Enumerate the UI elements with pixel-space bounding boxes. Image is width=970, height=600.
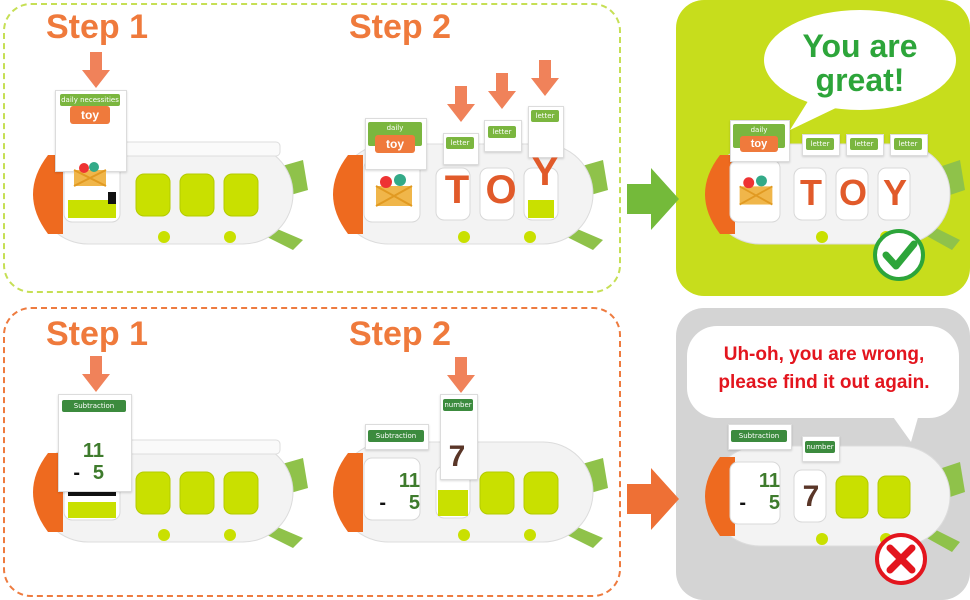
next-arrow-icon bbox=[627, 168, 679, 230]
letter-tab: letter bbox=[850, 138, 878, 150]
bottom-number: 5 bbox=[92, 462, 104, 484]
next-arrow-icon bbox=[627, 468, 679, 530]
learning-toy bbox=[333, 441, 608, 548]
bottom-instructions-panel bbox=[3, 307, 621, 597]
down-arrow-icon bbox=[447, 86, 475, 122]
number-tab: number bbox=[805, 441, 835, 453]
letter-y: Y bbox=[882, 172, 907, 213]
down-arrow-icon bbox=[82, 52, 110, 88]
letter-tab: letter bbox=[446, 137, 474, 149]
down-arrow-icon bbox=[82, 356, 110, 392]
speech-bubble bbox=[687, 326, 959, 442]
letter-t: T bbox=[444, 168, 470, 212]
down-arrow-icon bbox=[447, 357, 475, 393]
card-category-tab: daily necessities bbox=[60, 94, 120, 106]
top-instructions-panel bbox=[3, 3, 621, 293]
error-text-line1: Uh-oh, you are wrong, bbox=[723, 344, 925, 365]
down-arrow-icon bbox=[488, 73, 516, 109]
letter-tab: letter bbox=[806, 138, 834, 150]
top-step2-label: Step 2 bbox=[349, 8, 452, 46]
card-category-tab: Subtraction bbox=[731, 430, 787, 442]
word-chip: toy bbox=[740, 136, 778, 152]
error-text-line2: please find it out again. bbox=[718, 372, 930, 393]
answer-number: 7 bbox=[448, 440, 466, 473]
word-chip: toy bbox=[70, 106, 110, 124]
card-category-tab: Subtraction bbox=[368, 430, 424, 442]
bottom-step2-label: Step 2 bbox=[349, 315, 452, 353]
minus-sign: - bbox=[739, 492, 746, 514]
top-number: 11 bbox=[758, 470, 780, 492]
praise-text-line1: You are bbox=[802, 28, 918, 64]
number-tab: number bbox=[443, 399, 473, 411]
bottom-number: 5 bbox=[408, 492, 420, 514]
card-category-tab: Subtraction bbox=[62, 400, 126, 412]
minus-sign: - bbox=[379, 492, 386, 514]
letter-tab: letter bbox=[531, 110, 559, 122]
minus-sign: - bbox=[73, 462, 80, 484]
letter-tab: letter bbox=[894, 138, 922, 150]
bottom-step1-label: Step 1 bbox=[46, 315, 149, 353]
letter-t: T bbox=[800, 172, 822, 213]
top-number: 11 bbox=[398, 470, 420, 492]
answer-number: 7 bbox=[802, 480, 820, 513]
letter-o: O bbox=[485, 168, 517, 212]
letter-y: Y bbox=[531, 150, 559, 194]
top-number: 11 bbox=[82, 440, 104, 462]
praise-text-line2: great! bbox=[815, 62, 905, 98]
top-step1-label: Step 1 bbox=[46, 8, 149, 46]
speech-bubble bbox=[764, 10, 956, 130]
learning-toy bbox=[705, 143, 965, 250]
word-chip: toy bbox=[375, 135, 415, 153]
correct-check-icon bbox=[873, 229, 925, 281]
wrong-cross-icon bbox=[875, 533, 927, 585]
bottom-number: 5 bbox=[768, 492, 780, 514]
letter-tab: letter bbox=[488, 126, 516, 138]
basket-icon bbox=[375, 174, 413, 207]
basket-icon bbox=[73, 162, 107, 187]
down-arrow-icon bbox=[531, 60, 559, 96]
basket-icon bbox=[739, 175, 773, 206]
letter-o: O bbox=[838, 172, 867, 213]
